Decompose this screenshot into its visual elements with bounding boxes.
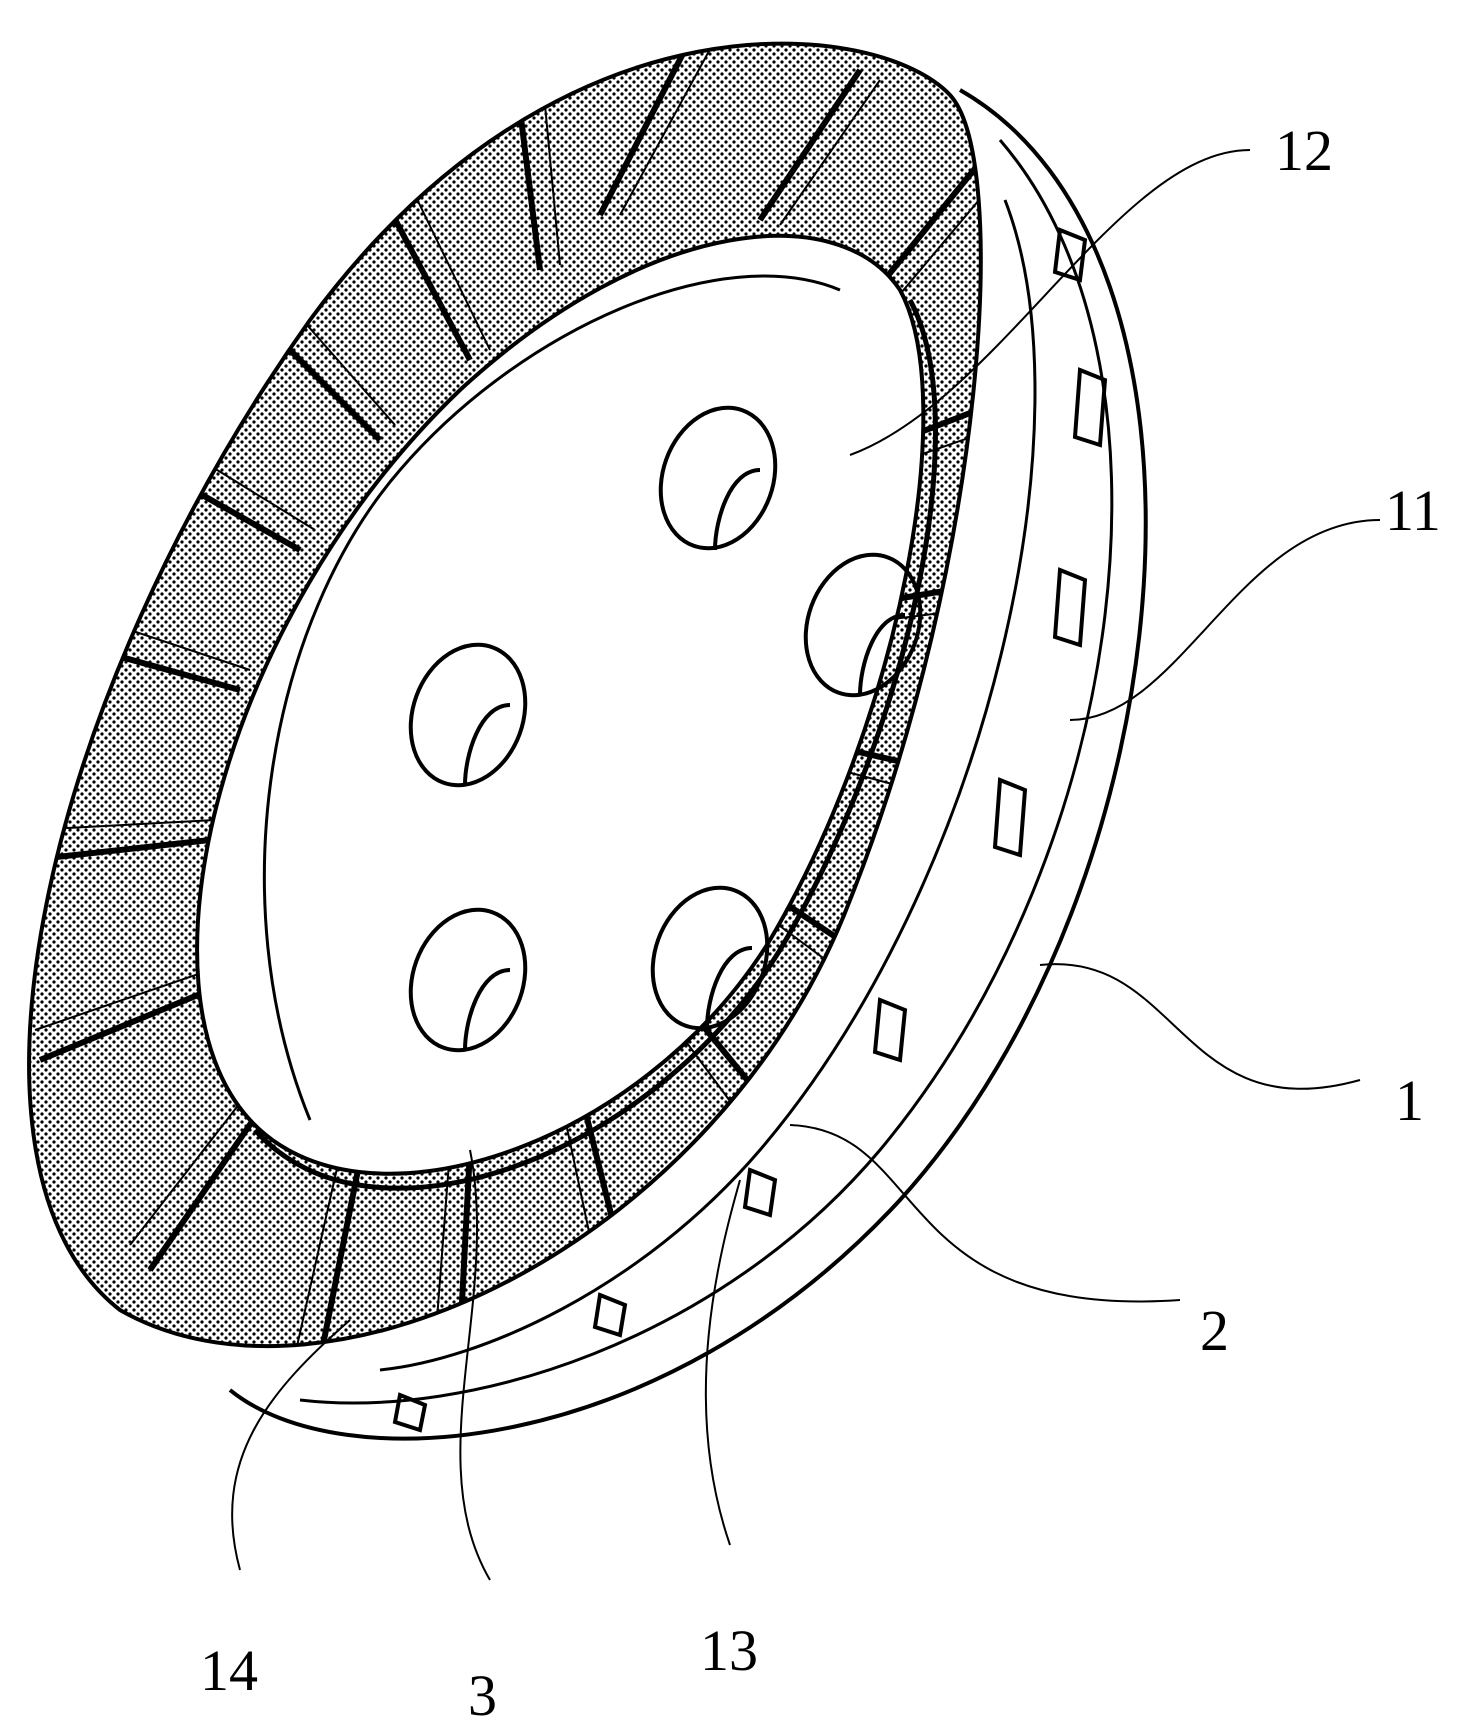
label-13: 13	[700, 1618, 758, 1683]
leader-lines	[231, 149, 1381, 1581]
inner-band-edge	[253, 298, 938, 1191]
bracket-tabs	[392, 227, 1108, 1433]
label-3: 3	[468, 1663, 497, 1728]
central-face-edge	[262, 274, 841, 1121]
label-1: 1	[1395, 1068, 1424, 1133]
mounting-holes	[408, 405, 923, 1053]
mounting-hole	[408, 907, 528, 1053]
outer-band-edge	[379, 199, 1037, 1372]
mounting-hole	[658, 405, 778, 551]
mounting-hole	[803, 552, 923, 698]
mounting-hole	[650, 885, 770, 1031]
hatched-ring	[27, 41, 983, 1349]
label-14: 14	[200, 1638, 258, 1703]
label-12: 12	[1275, 118, 1333, 183]
outer-plate-rim	[228, 88, 1148, 1441]
label-11: 11	[1385, 478, 1441, 543]
label-2: 2	[1200, 1298, 1229, 1363]
mounting-hole	[408, 642, 528, 788]
